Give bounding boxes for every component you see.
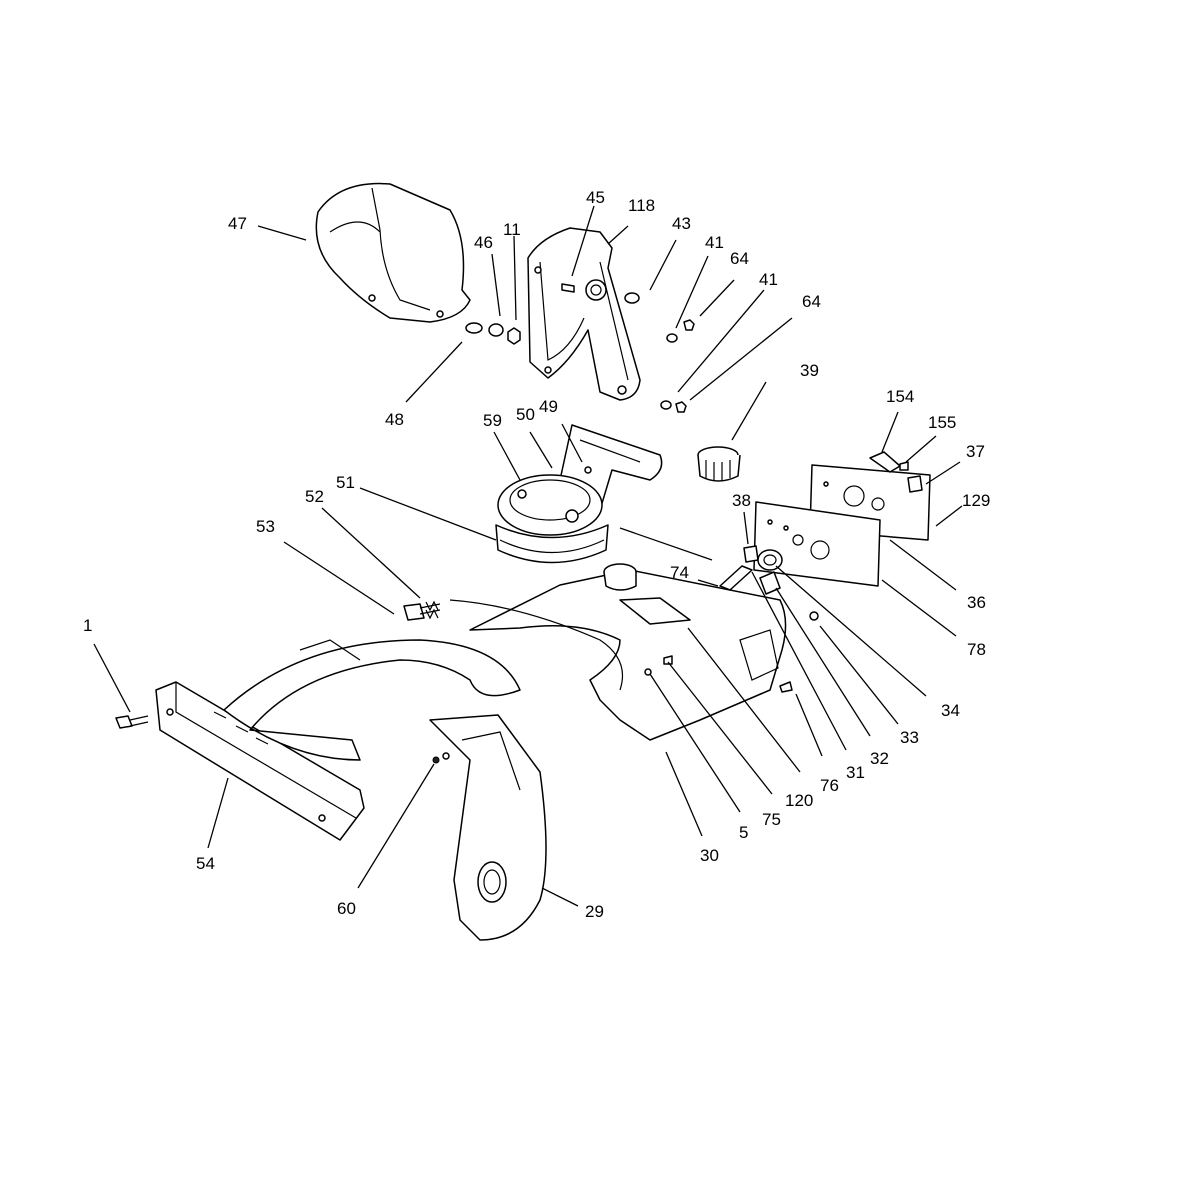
ignition-parts xyxy=(869,451,923,493)
housing-top-panel xyxy=(469,527,787,741)
small-screws xyxy=(644,611,819,693)
callout-29: 29 xyxy=(585,902,604,921)
callout-38: 38 xyxy=(732,491,751,510)
callout-46: 46 xyxy=(474,233,493,252)
callout-59: 59 xyxy=(483,411,502,430)
callout-47: 47 xyxy=(228,214,247,233)
callout-154: 154 xyxy=(886,387,914,406)
callout-30: 30 xyxy=(700,846,719,865)
callout-51: 51 xyxy=(336,473,355,492)
callout-48: 48 xyxy=(385,410,404,429)
callout-54: 54 xyxy=(196,854,215,873)
bolt-60 xyxy=(432,752,450,764)
callout-75: 75 xyxy=(762,810,781,829)
callout-11: 11 xyxy=(503,220,521,239)
callout-118: 118 xyxy=(628,196,655,215)
callout-76: 76 xyxy=(820,776,839,795)
callout-64-upper: 64 xyxy=(730,249,749,268)
primer-knob-parts xyxy=(719,545,783,595)
chute-bracket-part xyxy=(527,227,641,401)
callout-60: 60 xyxy=(337,899,356,918)
callout-43: 43 xyxy=(672,214,691,233)
callout-32: 32 xyxy=(870,749,889,768)
callout-37: 37 xyxy=(966,442,985,461)
callout-labels: 1 5 11 29 30 31 32 33 34 36 37 38 39 41 … xyxy=(83,188,990,921)
callout-64-lower: 64 xyxy=(802,292,821,311)
callout-34: 34 xyxy=(941,701,960,720)
callout-1: 1 xyxy=(83,616,92,635)
callout-5: 5 xyxy=(739,823,748,842)
callout-33: 33 xyxy=(900,728,919,747)
callout-45: 45 xyxy=(586,188,605,207)
callout-120: 120 xyxy=(785,791,813,810)
callout-74: 74 xyxy=(670,563,689,582)
leader-lines xyxy=(93,205,963,907)
callout-41-lower: 41 xyxy=(759,270,778,289)
callout-78: 78 xyxy=(967,640,986,659)
housing-side-panel xyxy=(429,714,547,941)
chute-ring-assembly xyxy=(495,424,663,564)
callout-50: 50 xyxy=(516,405,535,424)
fuel-cap-part xyxy=(697,446,741,482)
chute-deflector-part xyxy=(315,182,471,323)
small-washers-nuts xyxy=(624,292,695,413)
bolt-1 xyxy=(115,715,149,729)
callout-36: 36 xyxy=(967,593,986,612)
callout-52: 52 xyxy=(305,487,324,506)
callout-39: 39 xyxy=(800,361,819,380)
housing-opening xyxy=(223,599,624,761)
callout-31: 31 xyxy=(846,763,865,782)
deflector-hardware xyxy=(465,322,521,345)
callout-49: 49 xyxy=(539,397,558,416)
callout-129: 129 xyxy=(962,491,990,510)
callout-155: 155 xyxy=(928,413,956,432)
lock-pin-spring xyxy=(403,600,441,621)
callout-53: 53 xyxy=(256,517,275,536)
callout-41-upper: 41 xyxy=(705,233,724,252)
scraper-bar-part xyxy=(155,681,365,841)
